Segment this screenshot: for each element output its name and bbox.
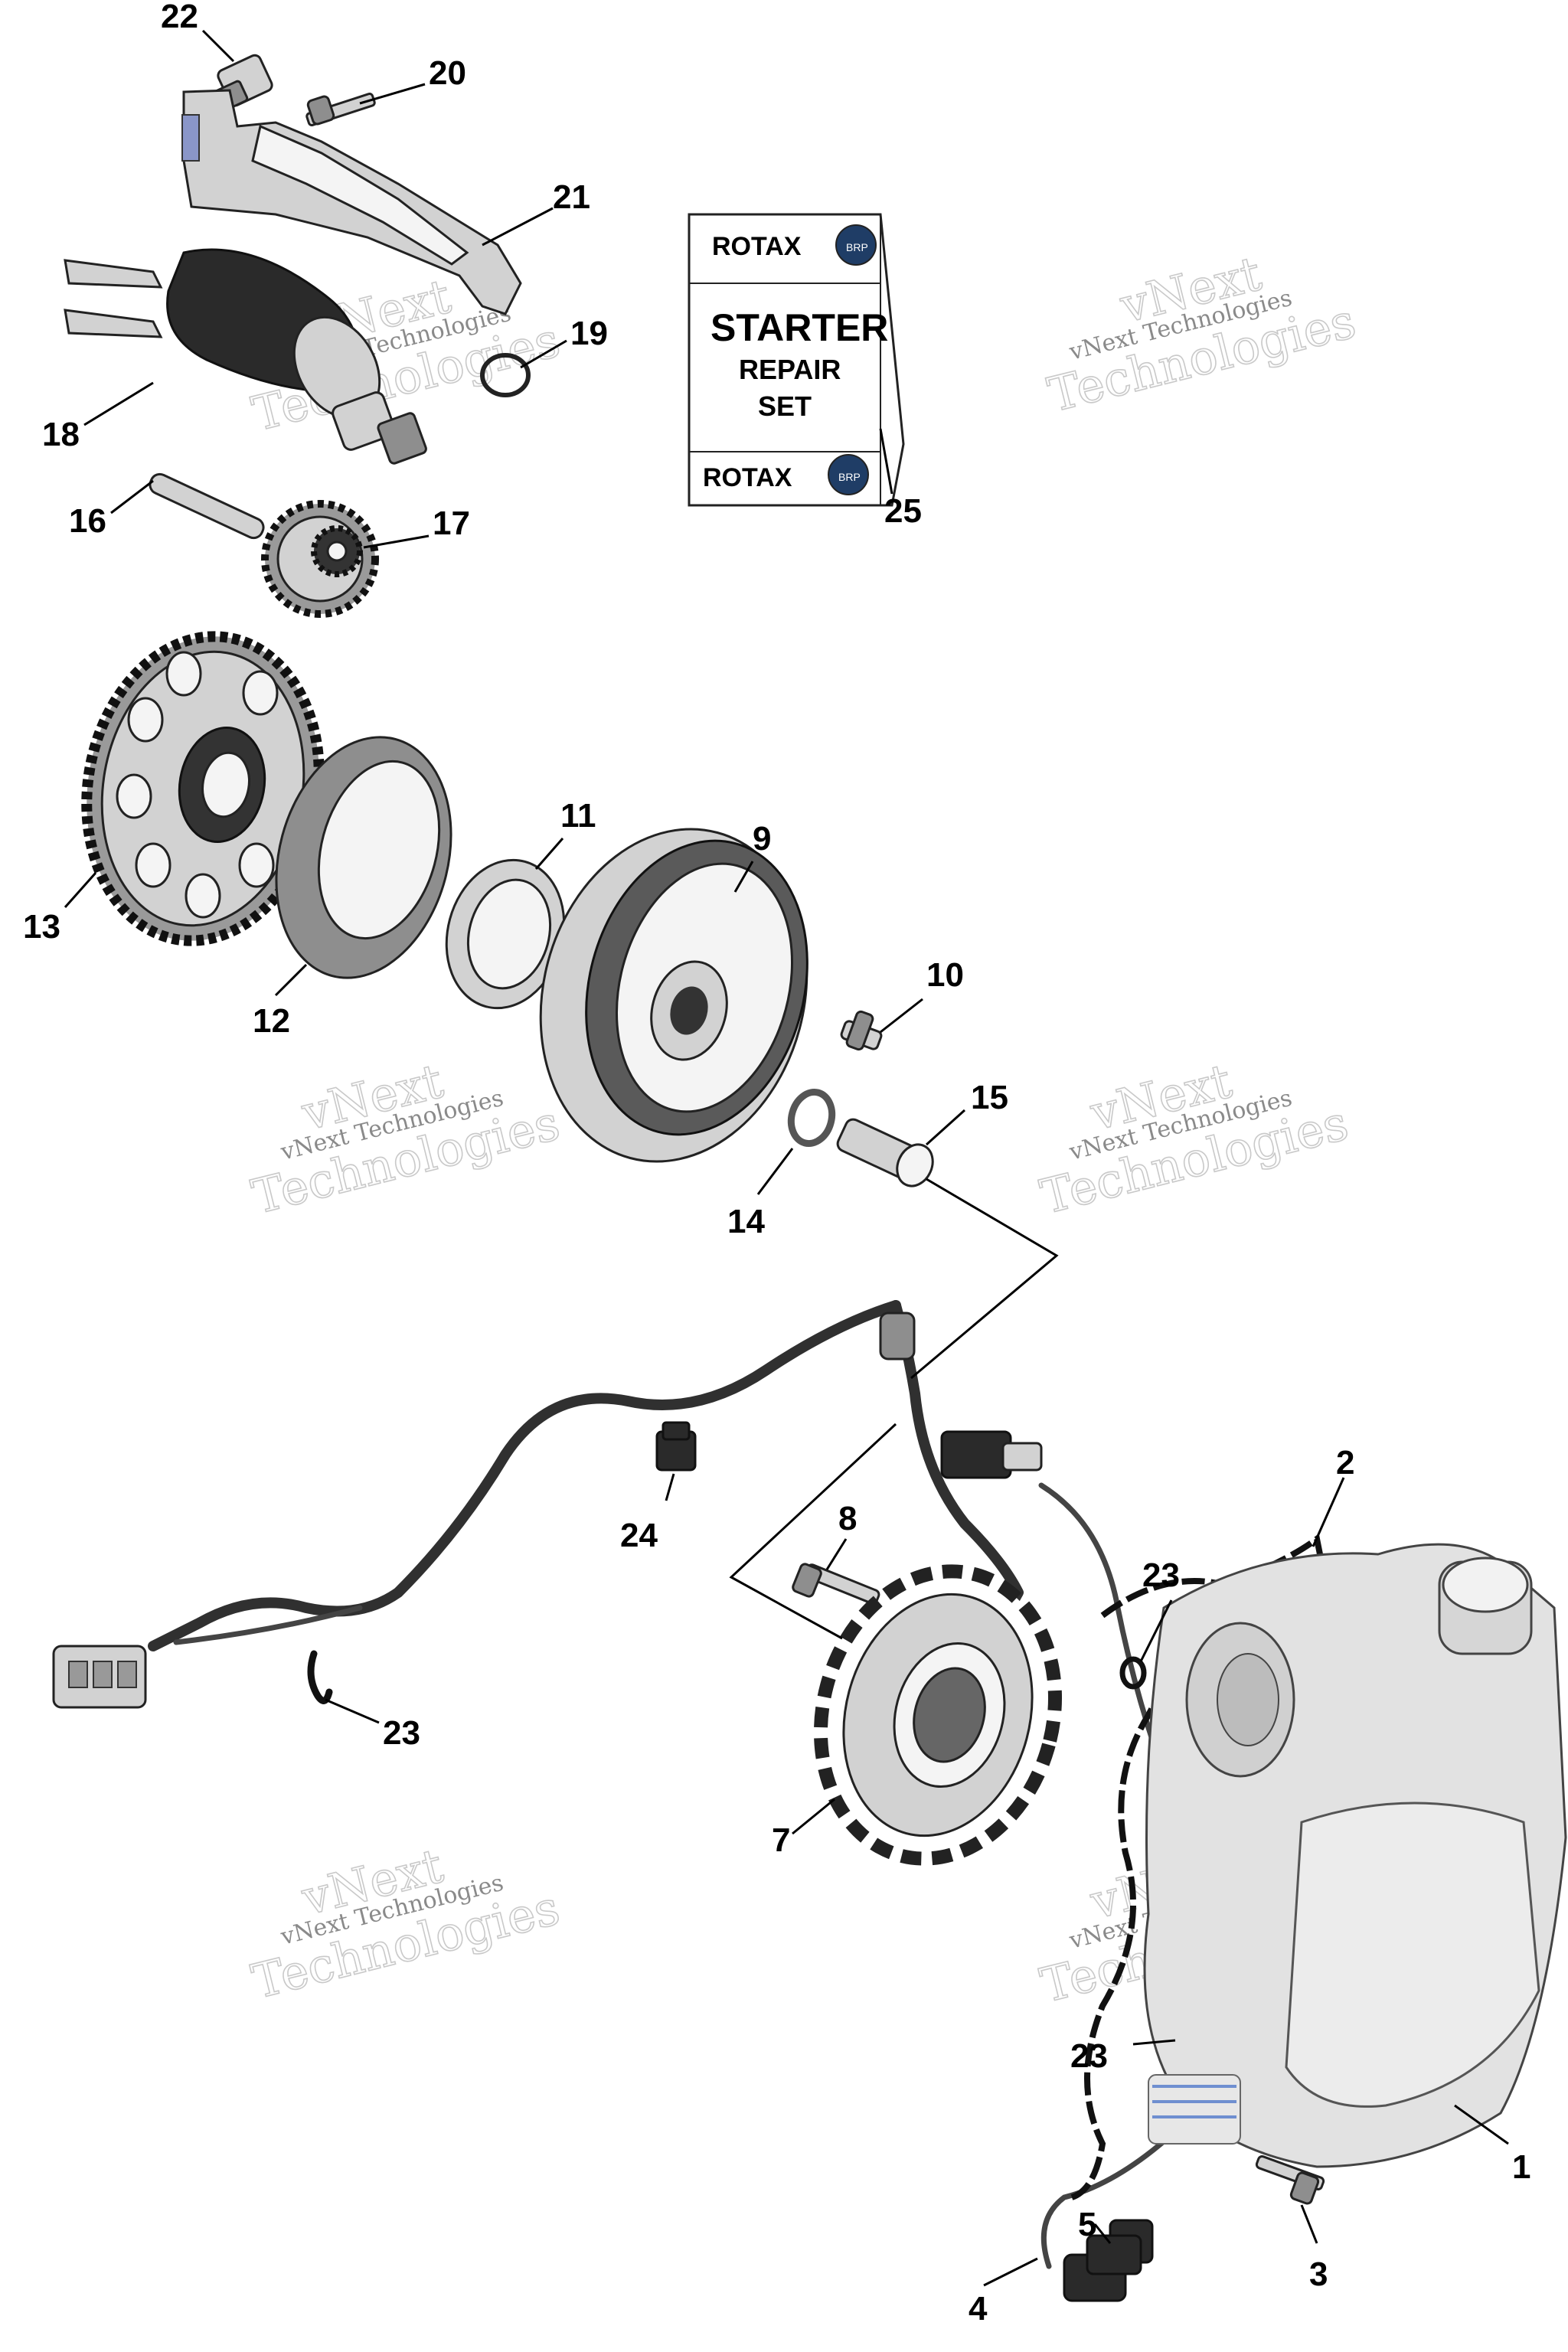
callout-2: 2: [1336, 1444, 1354, 1481]
box-brand-bottom: ROTAX: [703, 463, 792, 492]
callout-4: 4: [969, 2290, 988, 2328]
assembly-lines: [729, 1178, 1059, 1640]
part-10-bolt: [840, 1010, 883, 1051]
part-11-bearing: [445, 858, 566, 1010]
wiring-harness: [52, 1300, 1235, 2302]
callout-3: 3: [1309, 2256, 1328, 2293]
callout-16: 16: [69, 502, 106, 540]
part-7-stator: [813, 1564, 1063, 1866]
callout-15: 15: [971, 1079, 1008, 1116]
part-9-flywheel-rotor: [539, 828, 808, 1163]
part-21-bracket: [181, 89, 522, 315]
part-17-gear: [261, 500, 379, 618]
watermark-top-right: vNext Technologies vNext Technologies: [1042, 244, 1361, 423]
watermark-low-left: vNext Technologies vNext Technologies: [246, 1837, 565, 2011]
part-23-cable-tie: [1119, 1656, 1147, 1690]
callout-23-mid: 23: [1142, 1557, 1180, 1594]
watermark-mid-left: vNext Technologies vNext Technologies: [246, 1052, 565, 1226]
callout-14: 14: [727, 1203, 765, 1240]
part-18-starter-motor: [64, 248, 427, 465]
callout-25: 25: [884, 492, 922, 530]
part-24-clip: [655, 1421, 697, 1472]
leader-lines: [64, 29, 1509, 2287]
callout-5: 5: [1078, 2206, 1096, 2243]
callout-labels: 22 20 21 19 18 16 17 13 12 11 9 10 15 14…: [23, 0, 1530, 2328]
callout-11: 11: [560, 797, 596, 835]
callout-7: 7: [772, 1821, 790, 1859]
part-16-pin: [149, 472, 265, 540]
box-brand-top: ROTAX: [712, 232, 802, 261]
part-3-bolt: [1255, 2155, 1325, 2205]
part-14-washer: [787, 1088, 836, 1148]
part-8-bolt: [792, 1563, 880, 1605]
callout-22: 22: [161, 0, 198, 35]
callout-18: 18: [42, 416, 80, 453]
brp-logo-icon: [828, 454, 869, 495]
part-1-magneto-housing: [1143, 1543, 1567, 2168]
callout-12: 12: [253, 1002, 290, 1040]
part-20-bolt: [305, 93, 376, 126]
callout-10: 10: [926, 956, 964, 994]
part-13-sprag-gear: [81, 631, 325, 946]
part-23-cable-tie: [307, 1650, 333, 1704]
brp-badge: BRP: [846, 241, 868, 253]
watermark-mid-right: vNext Technologies vNext Technologies: [1034, 1052, 1354, 1226]
callout-1: 1: [1512, 2148, 1530, 2186]
callout-23-left: 23: [383, 1714, 420, 1752]
callout-23-low: 23: [1070, 2037, 1108, 2075]
part-25-starter-repair-set-box: ROTAX BRP STARTER REPAIR SET ROTAX BRP: [688, 213, 905, 507]
callout-24: 24: [620, 1517, 658, 1554]
callout-9: 9: [753, 820, 771, 858]
box-title: STARTER: [710, 306, 888, 349]
part-15-flywheel-bolt: [836, 1118, 934, 1187]
part-12-cover-plate: [275, 736, 452, 979]
brp-logo-icon: [835, 224, 877, 266]
callout-21: 21: [553, 178, 590, 216]
callout-8: 8: [838, 1500, 857, 1537]
box-subtitle-repair: REPAIR: [739, 354, 841, 385]
callout-13: 13: [23, 908, 60, 946]
callout-19: 19: [570, 315, 608, 352]
part-19-o-ring: [480, 353, 531, 397]
box-subtitle-set: SET: [758, 390, 812, 422]
callout-20: 20: [429, 54, 466, 92]
callout-17: 17: [433, 505, 470, 542]
part-5-sensor: [1086, 2234, 1142, 2275]
brp-badge: BRP: [838, 471, 861, 483]
